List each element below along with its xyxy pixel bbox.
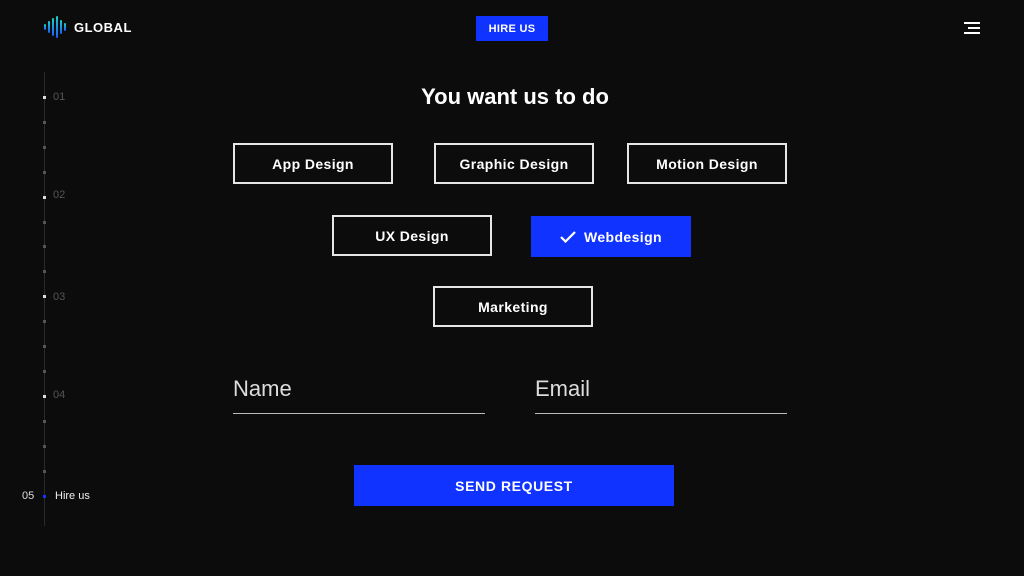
timeline-item-04[interactable]: 04 — [53, 389, 66, 401]
timeline-minor-dot — [43, 170, 46, 174]
hire-us-button[interactable]: HIRE US — [476, 16, 548, 41]
check-icon — [560, 230, 576, 243]
timeline-line — [44, 72, 45, 526]
timeline-major-dot — [43, 195, 46, 199]
hamburger-menu-icon[interactable] — [964, 22, 980, 34]
option-webdesign[interactable]: Webdesign — [531, 216, 691, 257]
timeline-minor-dot — [43, 369, 46, 373]
option-webdesign-label: Webdesign — [583, 228, 663, 245]
timeline-major-dot — [43, 394, 46, 398]
timeline-minor-dot — [43, 120, 46, 124]
timeline-minor-dot — [43, 245, 46, 249]
option-app-design[interactable]: App Design — [233, 143, 393, 184]
option-motion-design[interactable]: Motion Design — [627, 143, 787, 184]
timeline-minor-dot — [43, 444, 46, 448]
email-input[interactable] — [535, 376, 787, 402]
timeline-minor-dot — [43, 145, 46, 149]
timeline-minor-dot — [43, 469, 46, 473]
timeline-active-number[interactable]: 05 — [22, 490, 35, 502]
option-marketing[interactable]: Marketing — [433, 286, 593, 327]
timeline-major-dot — [43, 295, 46, 299]
timeline-item-03[interactable]: 03 — [53, 291, 66, 303]
page-title: You want us to do — [421, 84, 609, 109]
email-field[interactable] — [535, 376, 787, 414]
name-input[interactable] — [233, 376, 485, 402]
option-ux-design[interactable]: UX Design — [332, 215, 492, 256]
timeline-minor-dot — [43, 270, 46, 274]
timeline-minor-dot — [43, 320, 46, 324]
option-graphic-design[interactable]: Graphic Design — [434, 143, 594, 184]
logo[interactable]: GLOBAL — [44, 16, 132, 38]
timeline-minor-dot — [43, 419, 46, 423]
timeline-item-02[interactable]: 02 — [53, 189, 66, 201]
logo-text: GLOBAL — [74, 19, 132, 35]
timeline-active-dot — [43, 495, 46, 498]
logo-bars-icon — [44, 16, 66, 38]
timeline-minor-dot — [43, 220, 46, 224]
timeline-item-01[interactable]: 01 — [53, 91, 66, 103]
name-field[interactable] — [233, 376, 485, 414]
send-request-button[interactable]: SEND REQUEST — [354, 465, 674, 506]
timeline-major-dot — [43, 96, 46, 99]
timeline-active-label[interactable]: Hire us — [55, 490, 90, 502]
timeline-minor-dot — [43, 345, 46, 348]
